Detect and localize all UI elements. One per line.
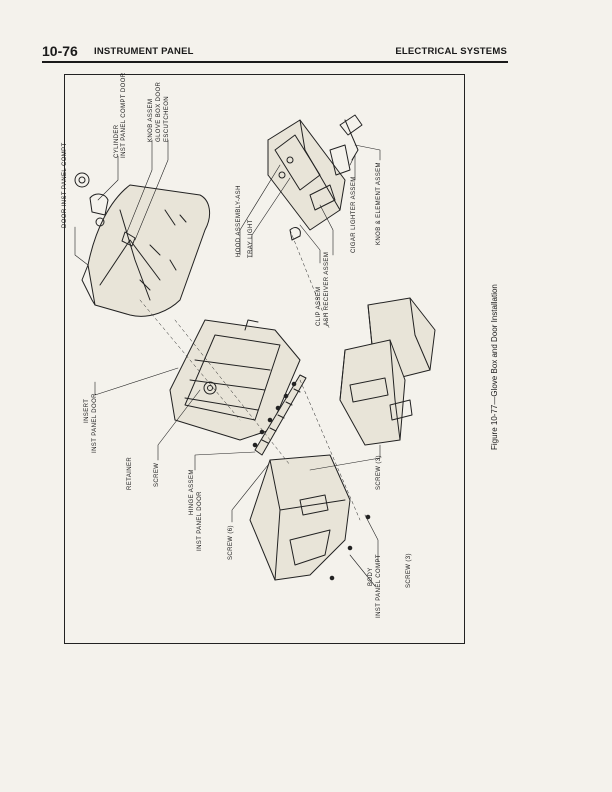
header-rule bbox=[42, 61, 508, 63]
label-retainer: RETAINER bbox=[127, 456, 133, 490]
label-tray-light: TRAY LIGHT bbox=[248, 219, 254, 258]
leader-lines bbox=[74, 139, 381, 587]
label-screw-3-upper: SCREW (3) bbox=[376, 455, 382, 490]
label-screw-6: SCREW (6) bbox=[228, 525, 234, 560]
cylinder-knob-drawing bbox=[74, 172, 136, 247]
figure-frame bbox=[64, 74, 465, 644]
alignment-lines bbox=[139, 229, 361, 521]
label-inst-panel-door: INST PANEL DOOR bbox=[92, 393, 98, 453]
label-clip-assem: CLIP ASSEM bbox=[316, 286, 322, 326]
figure-caption: Figure 10-77—Glove Box and Door Installa… bbox=[490, 284, 499, 450]
label-knob-assem: KNOB ASSEM bbox=[148, 98, 154, 142]
label-ash-receiver-assem: ASH RECEIVER ASSEM bbox=[324, 251, 330, 326]
label-insert: INSERT bbox=[84, 398, 90, 423]
page-number: 10-76 bbox=[42, 43, 78, 59]
label-inst-panel-door-2: INST PANEL DOOR bbox=[197, 491, 203, 551]
label-glove-box-door: GLOVE BOX DOOR bbox=[156, 81, 162, 142]
section-title: ELECTRICAL SYSTEMS bbox=[395, 46, 507, 57]
label-door-inst-panel-compt: DOOR INST PANEL COMPT bbox=[62, 142, 68, 228]
label-escutcheon: ESCUTCHEON bbox=[164, 95, 170, 142]
compartment-body-drawing bbox=[249, 454, 351, 581]
label-inst-panel-compt: INST PANEL COMPT bbox=[376, 554, 382, 618]
screws-drawing bbox=[252, 381, 371, 581]
label-screw: SCREW bbox=[154, 462, 160, 487]
label-inst-panel-compt-door: INST PANEL COMPT DOOR bbox=[121, 72, 127, 158]
label-screw-3-lower: SCREW (3) bbox=[406, 553, 412, 588]
label-hood-assembly-ash: HOOD ASSEMBLY-ASH bbox=[236, 185, 242, 257]
hinge-assembly-drawing bbox=[254, 374, 307, 456]
inst-panel-door-drawing bbox=[169, 319, 301, 441]
ash-receiver-drawing bbox=[339, 297, 436, 446]
label-cylinder: CYLINDER bbox=[114, 124, 120, 158]
label-hinge-assem: HINGE ASSEM bbox=[189, 469, 195, 515]
ash-tray-assembly-drawing bbox=[267, 119, 346, 241]
label-knob-element-assem: KNOB & ELEMENT ASSEM bbox=[376, 162, 382, 245]
label-cigar-lighter-assem: CIGAR LIGHTER ASSEM bbox=[351, 176, 357, 253]
glove-box-door-drawing bbox=[81, 184, 211, 317]
label-body: BODY bbox=[368, 567, 374, 586]
page-header: 10-76 INSTRUMENT PANEL ELECTRICAL SYSTEM… bbox=[42, 43, 507, 60]
page-title: INSTRUMENT PANEL bbox=[94, 46, 194, 57]
